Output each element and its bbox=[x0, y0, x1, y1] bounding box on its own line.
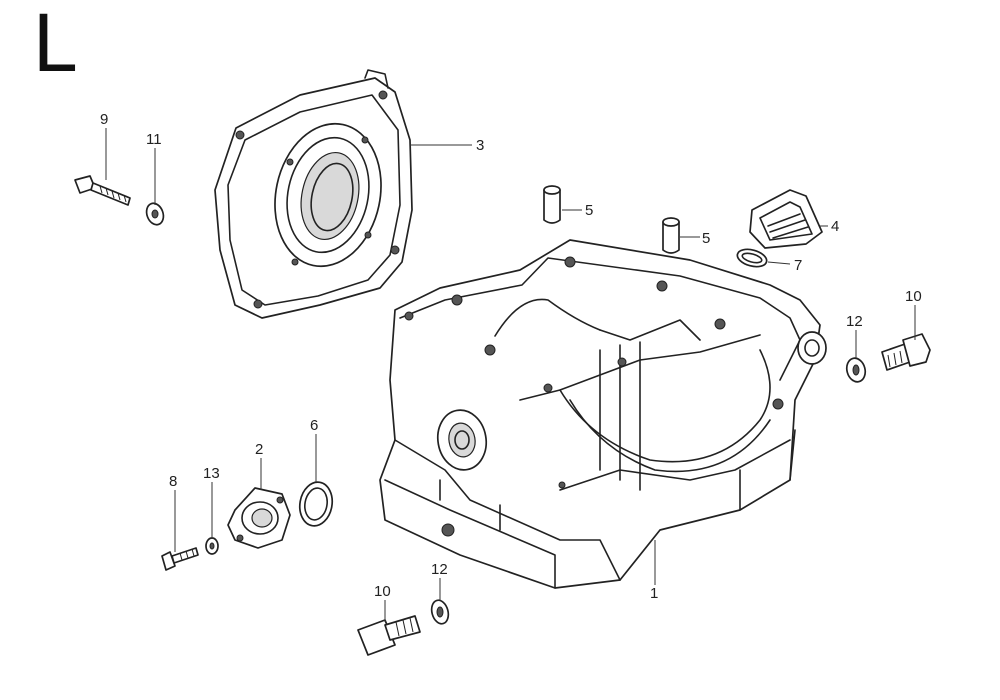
oil-cap-part-4[interactable] bbox=[749, 189, 823, 249]
side-cover-part-3[interactable] bbox=[214, 69, 413, 319]
callout-11: 11 bbox=[146, 131, 162, 148]
o-ring-part-7[interactable] bbox=[735, 246, 768, 269]
drain-bolt-part-10-right[interactable] bbox=[881, 333, 931, 371]
callout-5b: 5 bbox=[702, 230, 710, 247]
dowel-pin-part-5a[interactable] bbox=[543, 185, 561, 224]
crankcase-part-1[interactable] bbox=[379, 239, 827, 589]
washer-part-11[interactable] bbox=[144, 201, 167, 227]
callout-5a: 5 bbox=[585, 202, 593, 219]
callout-2: 2 bbox=[255, 441, 263, 458]
dowel-pin-part-5b[interactable] bbox=[662, 217, 680, 254]
callout-10-bottom: 10 bbox=[374, 583, 391, 600]
leader-lines bbox=[105, 128, 916, 622]
callout-1: 1 bbox=[650, 585, 658, 602]
callout-4: 4 bbox=[831, 218, 839, 235]
flange-cover-part-2[interactable] bbox=[227, 487, 291, 549]
callout-13: 13 bbox=[203, 465, 220, 482]
callout-10-right: 10 bbox=[905, 288, 922, 305]
callout-7: 7 bbox=[794, 257, 802, 274]
callout-12-right: 12 bbox=[846, 313, 863, 330]
washer-part-13[interactable] bbox=[205, 537, 219, 555]
callout-9: 9 bbox=[100, 111, 108, 128]
callout-labels: 3 9 11 5 5 4 7 12 10 6 2 13 8 10 12 1 bbox=[100, 111, 922, 602]
callout-8: 8 bbox=[169, 473, 177, 490]
callout-12-bottom: 12 bbox=[431, 561, 448, 578]
drain-bolt-part-10-bottom[interactable] bbox=[357, 615, 421, 656]
callout-6: 6 bbox=[310, 417, 318, 434]
bolt-part-9[interactable] bbox=[74, 175, 131, 206]
o-ring-part-6[interactable] bbox=[296, 480, 335, 529]
washer-part-12-bottom[interactable] bbox=[429, 598, 451, 625]
bolt-part-8[interactable] bbox=[161, 547, 199, 571]
callout-3: 3 bbox=[476, 137, 484, 154]
washer-part-12-right[interactable] bbox=[844, 356, 868, 384]
section-letter: L bbox=[32, 0, 76, 90]
